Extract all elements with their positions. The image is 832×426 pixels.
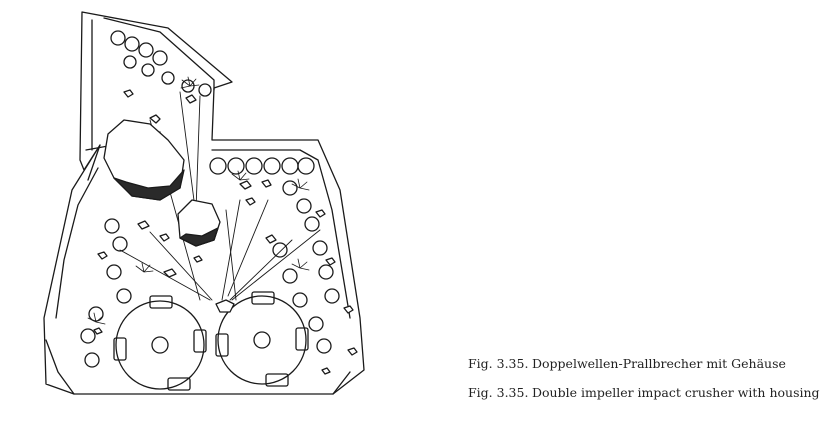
- left-rotor-hub: [151, 336, 169, 354]
- rock-fragments: [93, 89, 358, 375]
- right-lower-roller-row: [272, 242, 332, 354]
- upper-chute: [91, 17, 215, 151]
- impact-bursts: [87, 76, 310, 325]
- left-roller-row: [80, 218, 132, 368]
- medium-rock-shadow: [179, 227, 219, 247]
- large-rock-shadow: [113, 169, 185, 201]
- top-roller-row: [110, 30, 212, 97]
- crusher-drawing: [43, 11, 365, 395]
- caption-german: Fig. 3.35.Doppelwellen-Prallbrecher mit …: [468, 356, 786, 371]
- left-rotor: [115, 300, 205, 390]
- housing-inner-left: [55, 167, 99, 319]
- right-rotor-hub: [253, 331, 271, 349]
- caption-text: Doppelwellen-Prallbrecher mit Gehäuse: [532, 356, 786, 371]
- left-rotor-hammers: [113, 295, 207, 391]
- caption-text: Double impeller impact crusher with hous…: [532, 385, 820, 400]
- bottom-lip: [45, 339, 351, 395]
- caption-number: Fig. 3.35.: [468, 356, 529, 371]
- caption-english: Fig. 3.35.Double impeller impact crusher…: [468, 385, 820, 400]
- caption-number: Fig. 3.35.: [468, 385, 529, 400]
- right-rotor: [217, 295, 307, 385]
- right-rotor-hammers: [215, 291, 309, 387]
- housing-inner-right: [211, 149, 351, 319]
- housing-outline: [43, 11, 365, 395]
- middle-roller-row: [209, 157, 340, 304]
